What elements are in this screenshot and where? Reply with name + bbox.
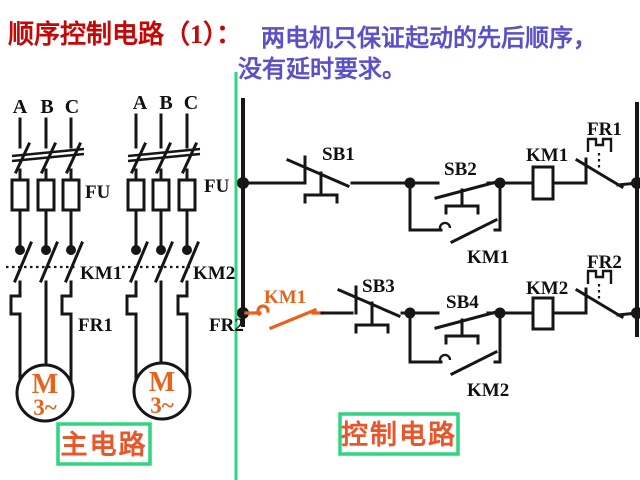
contactor-label: KM2 xyxy=(193,263,235,284)
contactor-main-contacts xyxy=(122,241,200,283)
start-button-no-symbol xyxy=(408,309,502,345)
fuse-symbol xyxy=(10,178,81,212)
fuse-label: FU xyxy=(85,182,111,203)
contactor-coil-symbol xyxy=(531,165,555,201)
contactor-main-contacts xyxy=(6,241,84,283)
knife-switch-symbol xyxy=(11,142,85,174)
phase-c-label: C xyxy=(184,92,198,114)
contactor-label: KM1 xyxy=(80,263,122,284)
seal-in-contact-branch xyxy=(408,311,502,377)
wire xyxy=(134,113,189,149)
start-button-no-symbol xyxy=(408,179,502,215)
thermal-contact-label: FR2 xyxy=(587,252,622,273)
seal-in-contact-label: KM2 xyxy=(467,380,509,401)
coil-label: KM1 xyxy=(526,145,568,166)
stop-button-label: SB3 xyxy=(362,276,395,297)
page-title: 顺序控制电路（1）： xyxy=(8,20,243,49)
fuse-symbol xyxy=(126,178,197,212)
motor-symbol: M 3~ xyxy=(15,363,75,423)
control-circuit-caption-text: 控制电路 xyxy=(341,419,457,450)
stop-button-nc-symbol xyxy=(337,285,401,334)
control-rung1: SB1 SB2 KM1 xyxy=(241,119,639,268)
coil-label: KM2 xyxy=(526,278,568,299)
main-circuit-caption-text: 主电路 xyxy=(61,429,148,460)
seal-in-contact-branch xyxy=(408,181,502,245)
motor1-branch: A B C FU xyxy=(6,96,122,423)
contactor-coil-symbol xyxy=(531,296,555,331)
motor2-branch: A B C FU xyxy=(122,92,244,421)
control-circuit-caption: 控制电路 xyxy=(338,412,460,456)
wire xyxy=(18,117,73,149)
phase-b-label: B xyxy=(40,96,53,118)
phase-b-label: B xyxy=(159,92,172,114)
motor-type: 3~ xyxy=(33,395,57,420)
junction-dot xyxy=(237,307,249,319)
control-rung2: KM1 SB3 SB4 xyxy=(244,252,639,401)
knife-switch-symbol xyxy=(127,142,201,174)
stop-button-nc-symbol xyxy=(286,155,350,204)
main-circuit-caption: 主电路 xyxy=(56,422,152,466)
seal-in-contact-label: KM1 xyxy=(467,247,509,268)
motor-type: 3~ xyxy=(150,393,174,418)
fuse-label: FU xyxy=(204,176,230,197)
motor-letter: M xyxy=(32,369,58,400)
phase-c-label: C xyxy=(65,96,79,118)
phase-a-label: A xyxy=(13,96,28,118)
motor-letter: M xyxy=(149,367,175,398)
start-button-label: SB4 xyxy=(446,292,479,313)
subtitle-line1: 两电机只保证起动的先后顺序， xyxy=(261,26,597,52)
main-circuit: A B C FU xyxy=(6,92,244,466)
start-button-label: SB2 xyxy=(444,159,477,180)
thermal-contact-nc-symbol xyxy=(574,137,639,190)
sequence-interlock-label: KM1 xyxy=(264,287,306,308)
thermal-relay-label: FR2 xyxy=(209,315,244,336)
stop-button-label: SB1 xyxy=(322,144,355,165)
subtitle-line2: 没有延时要求。 xyxy=(238,57,406,83)
thermal-contact-label: FR1 xyxy=(587,119,622,140)
motor-symbol: M 3~ xyxy=(132,361,192,421)
thermal-relay-symbol xyxy=(9,280,73,384)
sequence-interlock-contact-symbol xyxy=(244,304,325,331)
phase-a-label: A xyxy=(133,92,148,114)
thermal-relay-symbol xyxy=(125,280,189,382)
thermal-relay-label: FR1 xyxy=(78,315,113,336)
control-circuit: SB1 SB2 KM1 xyxy=(237,98,640,456)
thermal-contact-nc-symbol xyxy=(574,269,639,320)
